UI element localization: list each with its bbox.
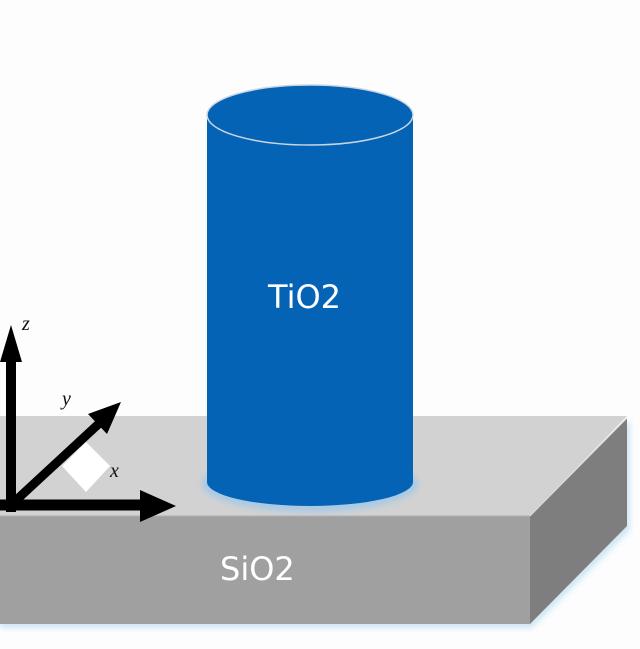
z-axis-arrowhead (0, 325, 22, 362)
pillar-body (207, 115, 413, 506)
substrate-front-face (0, 516, 530, 624)
y-axis-label: y (62, 388, 71, 410)
x-axis-label: x (110, 460, 119, 482)
substrate-label: SiO2 (220, 550, 295, 588)
coordinate-axes (0, 325, 176, 522)
x-axis-arrowhead (140, 490, 176, 522)
pillar-cylinder (206, 84, 414, 506)
axis-diamond (62, 442, 110, 492)
pillar-top-face (206, 84, 414, 146)
pillar-label: TiO2 (268, 278, 341, 316)
z-axis-label: z (22, 313, 30, 335)
substrate-side-face (530, 418, 627, 624)
y-axis-arrowhead (88, 402, 121, 434)
